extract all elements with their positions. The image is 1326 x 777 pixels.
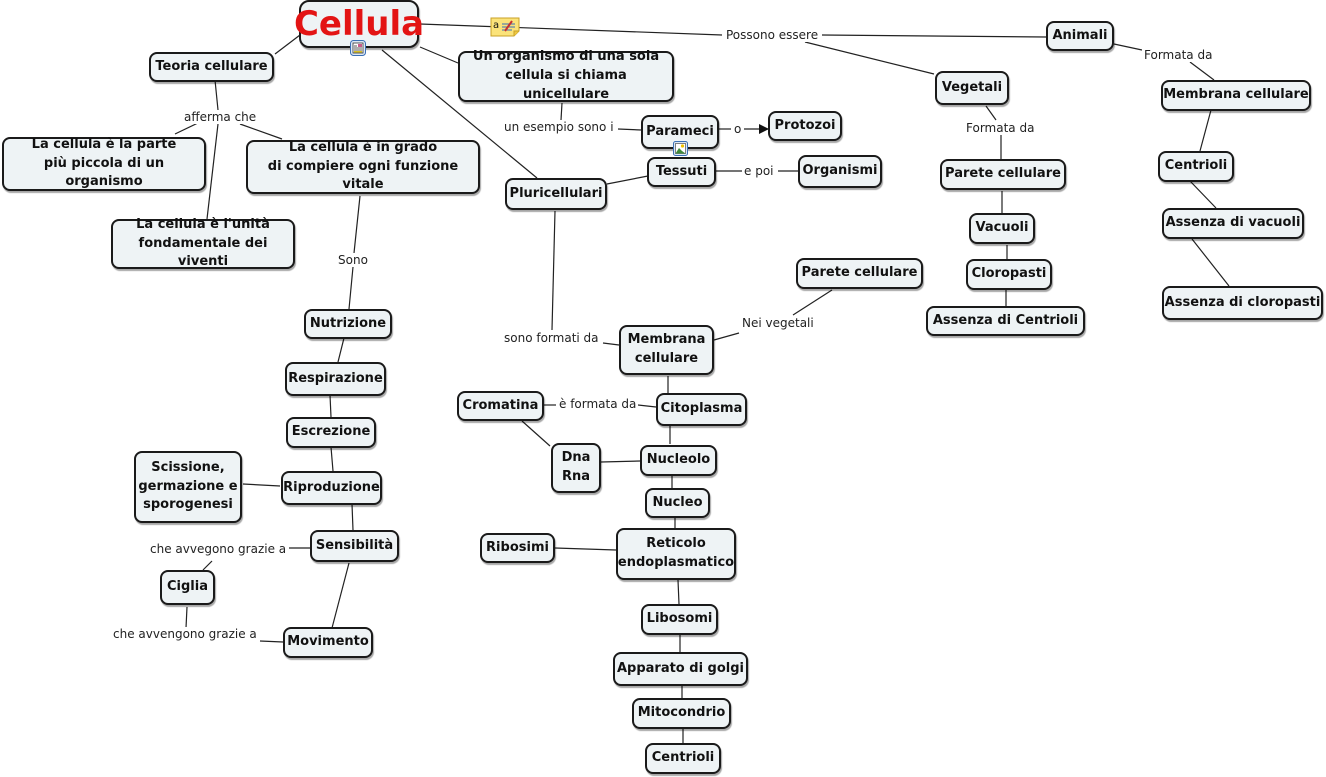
node-nucleo[interactable]: Nucleo [645, 488, 710, 518]
link-label-afferma-che: afferma che [182, 110, 259, 124]
node-scissione[interactable]: Scissione, germazione e sporogenesi [134, 451, 242, 523]
node-centrioli[interactable]: Centrioli [645, 743, 721, 774]
node-unicellulare[interactable]: Un organismo di una sola cellula si chia… [458, 49, 674, 102]
edge [560, 102, 563, 121]
node-sensibilita[interactable]: Sensibilità [310, 530, 399, 562]
link-label-formata-da-animali: Formata da [1142, 48, 1215, 62]
node-vegetali-cloropasti[interactable]: Cloropasti [966, 259, 1052, 290]
edge [202, 560, 213, 571]
node-membrana-cellulare[interactable]: Membrana cellulare [619, 325, 714, 375]
image-icon[interactable] [673, 141, 688, 156]
node-vegetali[interactable]: Vegetali [935, 71, 1009, 105]
note-icon[interactable]: a [490, 17, 520, 37]
edge [804, 41, 935, 75]
node-in-grado[interactable]: La cellula è in grado di compiere ogni f… [246, 140, 480, 194]
node-reticolo-endoplasmatico[interactable]: Reticolo endoplasmatico [616, 528, 736, 580]
edge [381, 49, 538, 179]
node-movimento[interactable]: Movimento [283, 627, 373, 658]
node-citoplasma[interactable]: Citoplasma [656, 393, 747, 426]
edge [348, 266, 354, 310]
link-label-possono-essere: Possono essere [724, 28, 821, 42]
link-label-o: o [732, 122, 744, 136]
link-label-che-avvegono: che avvegono grazie a [148, 542, 289, 556]
edge [239, 123, 283, 140]
edge [637, 404, 657, 408]
link-label-che-avvengono: che avvengono grazie a [111, 627, 259, 641]
edge [185, 606, 188, 629]
edge [329, 394, 332, 418]
node-parte-piu-piccola[interactable]: La cellula è la parte più piccola di un … [2, 137, 206, 191]
node-vegetali-assenza-centrioli[interactable]: Assenza di Centrioli [926, 306, 1085, 336]
link-label-un-esempio: un esempio sono i [502, 120, 616, 134]
node-libosomi[interactable]: Libosomi [641, 604, 718, 635]
edge [174, 121, 201, 135]
node-nutrizione[interactable]: Nutrizione [304, 309, 392, 339]
edge [985, 105, 997, 121]
root-node-cellula[interactable]: Cellula [294, 0, 424, 48]
link-label-nei-vegetali: Nei vegetali [740, 316, 816, 330]
node-parete-cellulare[interactable]: Parete cellulare [796, 258, 923, 289]
node-escrezione[interactable]: Escrezione [286, 417, 376, 448]
edge [617, 128, 642, 131]
node-animali-assenza-vacuoli[interactable]: Assenza di vacuoli [1162, 208, 1304, 239]
edge [602, 342, 620, 346]
node-protozoi[interactable]: Protozoi [768, 111, 842, 141]
svg-text:a: a [493, 20, 499, 31]
edge [274, 34, 301, 55]
edge [677, 579, 680, 605]
edge [521, 420, 551, 447]
node-ciglia[interactable]: Ciglia [160, 570, 215, 605]
node-nucleolo[interactable]: Nucleolo [640, 445, 717, 476]
node-animali[interactable]: Animali [1046, 21, 1114, 51]
document-icon[interactable] [350, 40, 366, 56]
edge [600, 460, 641, 463]
node-respirazione[interactable]: Respirazione [285, 362, 386, 396]
link-label-formata-da-vegetali: Formata da [964, 121, 1037, 135]
edge [337, 337, 345, 363]
edge [606, 175, 649, 185]
node-animali-centrioli[interactable]: Centrioli [1158, 151, 1234, 182]
link-label-e-poi: e poi [742, 164, 776, 178]
link-label-sono: Sono [336, 253, 370, 267]
node-teoria-cellulare[interactable]: Teoria cellulare [149, 52, 274, 82]
edge [331, 562, 350, 629]
edge [242, 483, 281, 487]
edge [259, 640, 284, 643]
edge [554, 547, 617, 551]
node-dna-rna[interactable]: Dna Rna [551, 443, 601, 493]
node-ribosimi[interactable]: Ribosimi [480, 533, 555, 563]
edge [419, 23, 723, 36]
node-apparato-golgi[interactable]: Apparato di golgi [613, 652, 748, 686]
edge [792, 289, 833, 316]
node-pluricellulari[interactable]: Pluricellulari [505, 178, 607, 210]
edge [351, 503, 354, 531]
edge [1113, 43, 1143, 51]
edge [214, 79, 219, 111]
edge [1189, 180, 1217, 209]
node-animali-assenza-cloropasti[interactable]: Assenza di cloropasti [1162, 286, 1323, 320]
edge [206, 123, 219, 220]
edge [1191, 238, 1230, 287]
edge [713, 332, 740, 341]
node-vegetali-parete[interactable]: Parete cellulare [940, 159, 1066, 190]
edge [1189, 61, 1215, 81]
edge [551, 210, 556, 331]
node-vegetali-vacuoli[interactable]: Vacuoli [969, 213, 1035, 244]
edge [353, 195, 361, 254]
node-mitocondrio[interactable]: Mitocondrio [632, 698, 731, 729]
edge [1199, 109, 1212, 152]
edge [821, 34, 1047, 38]
edge [419, 46, 459, 64]
node-cromatina[interactable]: Cromatina [457, 391, 544, 421]
link-label-e-formata-da: è formata da [557, 397, 639, 411]
edge [330, 446, 334, 472]
node-animali-membrana[interactable]: Membrana cellulare [1161, 80, 1311, 111]
node-riproduzione[interactable]: Riproduzione [281, 471, 382, 505]
node-unita-fondamentale[interactable]: La cellula è l'unità fondamentale dei vi… [111, 217, 295, 269]
link-label-sono-formati-da: sono formati da [502, 331, 601, 345]
node-organismi[interactable]: Organismi [798, 155, 882, 188]
node-tessuti[interactable]: Tessuti [647, 157, 716, 187]
